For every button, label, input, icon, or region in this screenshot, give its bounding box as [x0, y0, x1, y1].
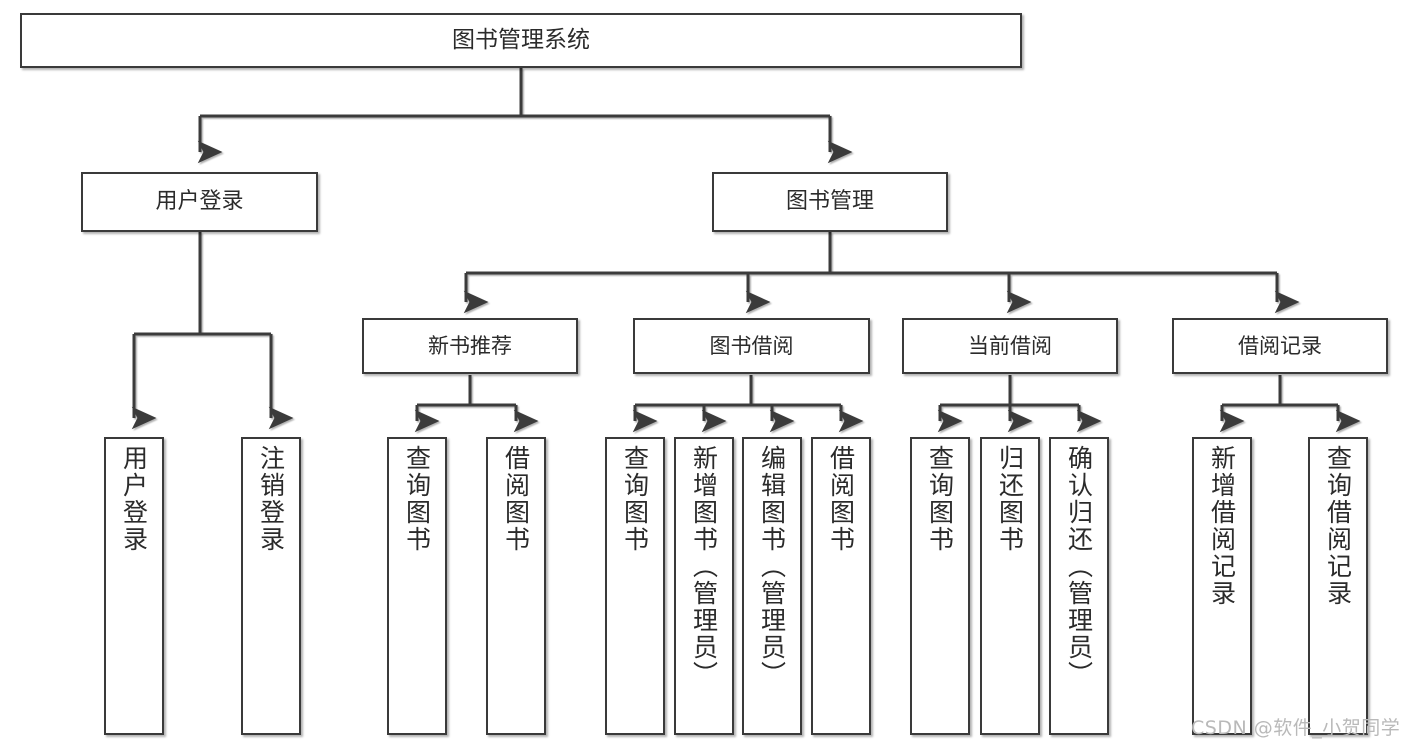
leaf-edit-book-admin[interactable]: 编辑图书（管理员）	[742, 437, 802, 735]
leaf-user-logout[interactable]: 注销登录	[241, 437, 301, 735]
csdn-watermark: CSDN @软件_小贺同学	[1191, 717, 1401, 739]
node-book-management[interactable]: 图书管理	[712, 172, 948, 232]
node-label: 当前借阅	[968, 333, 1052, 358]
node-label: 用户登录	[119, 445, 149, 553]
node-label: 编辑图书（管理员）	[757, 445, 787, 688]
node-current-borrow[interactable]: 当前借阅	[902, 318, 1118, 374]
node-label: 新增图书（管理员）	[689, 445, 719, 688]
node-root-book-management-system[interactable]: 图书管理系统	[20, 13, 1022, 68]
node-label: 查询图书	[925, 445, 955, 553]
node-label: 确认归还（管理员）	[1064, 445, 1094, 688]
leaf-return-book[interactable]: 归还图书	[980, 437, 1040, 735]
node-label: 查询图书	[402, 445, 432, 553]
leaf-confirm-return-admin[interactable]: 确认归还（管理员）	[1049, 437, 1109, 735]
node-label: 注销登录	[256, 445, 286, 553]
leaf-query-book-recommend[interactable]: 查询图书	[387, 437, 447, 735]
node-label: 新增借阅记录	[1207, 445, 1237, 607]
leaf-query-borrow-record[interactable]: 查询借阅记录	[1308, 437, 1368, 735]
node-new-book-recommend[interactable]: 新书推荐	[362, 318, 578, 374]
node-label: 借阅图书	[826, 445, 856, 553]
leaf-user-login[interactable]: 用户登录	[104, 437, 164, 735]
node-label: 图书管理	[785, 189, 874, 215]
leaf-borrow-book-recommend[interactable]: 借阅图书	[486, 437, 546, 735]
node-label: 用户登录	[155, 189, 244, 215]
node-book-borrow[interactable]: 图书借阅	[633, 318, 870, 374]
node-label: 借阅记录	[1238, 333, 1322, 358]
leaf-query-book-current[interactable]: 查询图书	[910, 437, 970, 735]
node-label: 图书管理系统	[452, 26, 590, 53]
leaf-add-book-admin[interactable]: 新增图书（管理员）	[674, 437, 734, 735]
node-label: 新书推荐	[428, 333, 512, 358]
node-label: 查询借阅记录	[1323, 445, 1353, 607]
leaf-borrow-book[interactable]: 借阅图书	[811, 437, 871, 735]
node-label: 查询图书	[620, 445, 650, 553]
node-label: 归还图书	[995, 445, 1025, 553]
node-user-login[interactable]: 用户登录	[81, 172, 318, 232]
leaf-add-borrow-record[interactable]: 新增借阅记录	[1192, 437, 1252, 735]
node-borrow-record[interactable]: 借阅记录	[1172, 318, 1388, 374]
leaf-query-book-borrow[interactable]: 查询图书	[605, 437, 665, 735]
node-label: 图书借阅	[709, 333, 794, 358]
node-label: 借阅图书	[501, 445, 531, 553]
